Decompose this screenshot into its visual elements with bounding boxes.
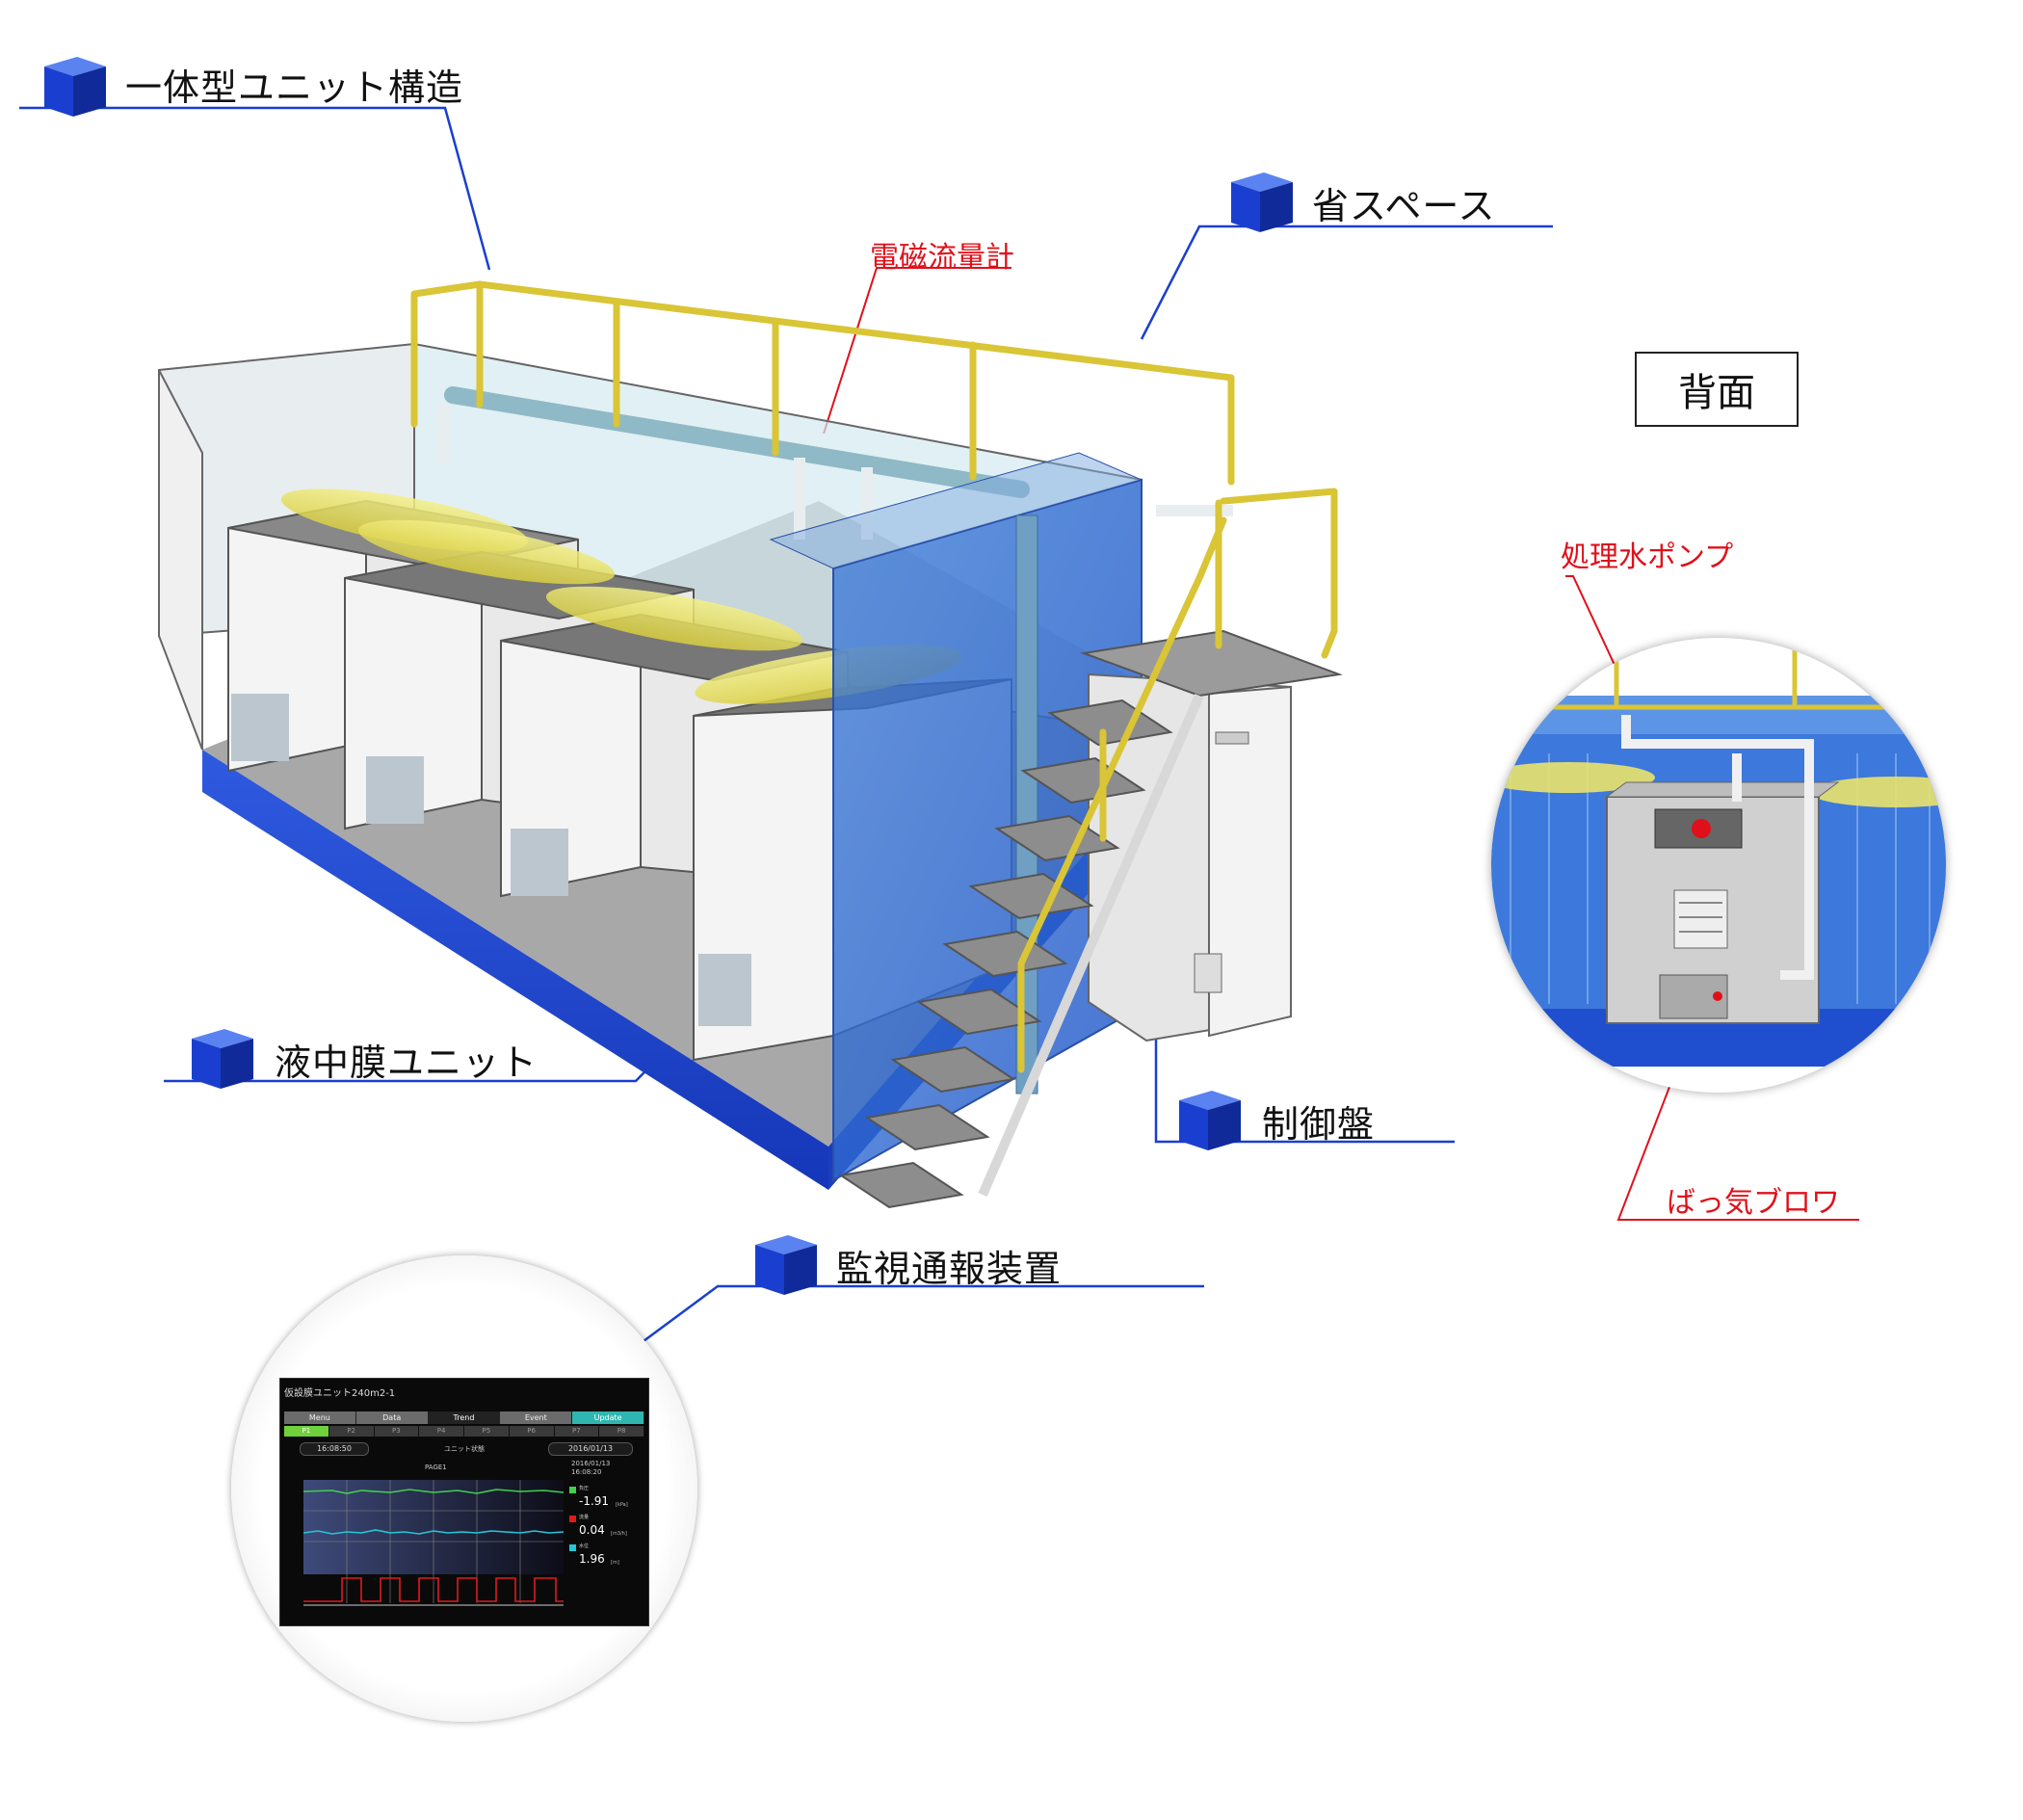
reading-name-level: 水位	[579, 1543, 590, 1549]
monitor-status-label: ユニット状態	[444, 1445, 485, 1453]
reading-value-pressure: -1.91	[579, 1494, 610, 1508]
label-space-saving: 省スペース	[1312, 185, 1496, 227]
label-pump: 処理水ポンプ	[1561, 541, 1734, 574]
page-p1[interactable]: P1	[284, 1426, 329, 1437]
stairs	[838, 699, 1173, 1209]
legend-swatch-pressure	[569, 1487, 576, 1493]
monitor-screen: 仮設膜ユニット240m2-1 Menu Data Trend Event Upd…	[279, 1378, 649, 1626]
reading-value-flow: 0.04	[579, 1523, 605, 1537]
page-p3[interactable]: P3	[374, 1426, 420, 1437]
label-blower: ばっ気ブロワ	[1667, 1186, 1840, 1220]
series-level	[303, 1529, 564, 1535]
railing	[410, 280, 1338, 1073]
tab-menu[interactable]: Menu	[284, 1411, 356, 1424]
legend-swatch-flow	[569, 1516, 576, 1522]
reading-unit-level: [m]	[611, 1560, 619, 1566]
page-p6[interactable]: P6	[509, 1426, 555, 1437]
monitor-pages: P1 P2 P3 P4 P5 P6 P7 P8	[284, 1426, 644, 1437]
monitor-date: 2016/01/13	[548, 1442, 633, 1456]
platform	[1080, 629, 1343, 698]
monitor-chart-title: PAGE1	[425, 1464, 447, 1471]
monitor-tabs: Menu Data Trend Event Update	[284, 1411, 644, 1424]
reading-name-flow: 流量	[579, 1515, 590, 1520]
reading-value-level: 1.96	[579, 1552, 605, 1566]
reading-name-pressure: 負圧	[579, 1486, 590, 1491]
label-control-panel: 制御盤	[1262, 1103, 1376, 1146]
label-monitoring: 監視通報装置	[836, 1248, 1063, 1290]
label-flowmeter: 電磁流量計	[870, 241, 1014, 275]
tab-data[interactable]: Data	[355, 1411, 429, 1424]
back-view-circle	[1491, 638, 1946, 1093]
page-p2[interactable]: P2	[328, 1426, 375, 1437]
page-p4[interactable]: P4	[419, 1426, 464, 1437]
monitor-time: 16:08:50	[300, 1442, 369, 1456]
series-pressure	[303, 1489, 564, 1494]
back-view-label: 背面	[1635, 352, 1799, 427]
series-flow	[303, 1577, 564, 1602]
cube-icon	[755, 1235, 817, 1295]
monitor-stamp-time: 16:08:20	[571, 1468, 602, 1476]
tab-update[interactable]: Update	[572, 1411, 644, 1424]
cube-icon	[1231, 172, 1293, 232]
label-unit-structure: 一体型ユニット構造	[125, 66, 464, 109]
monitor-stamp-date: 2016/01/13	[571, 1460, 611, 1467]
legend-swatch-level	[569, 1544, 576, 1551]
tab-trend[interactable]: Trend	[428, 1411, 501, 1424]
page-p8[interactable]: P8	[599, 1426, 644, 1437]
page-p5[interactable]: P5	[464, 1426, 510, 1437]
reading-unit-flow: [m3/h]	[611, 1531, 627, 1537]
base-slab-front	[202, 750, 828, 1190]
reading-unit-pressure: [kPa]	[616, 1502, 628, 1508]
cube-icon	[192, 1029, 253, 1089]
label-membrane-unit: 液中膜ユニット	[275, 1042, 539, 1084]
cube-icon	[1179, 1091, 1241, 1150]
leader-lines	[19, 106, 1553, 1343]
page-p7[interactable]: P7	[554, 1426, 600, 1437]
cube-icon	[44, 57, 106, 117]
tab-event[interactable]: Event	[500, 1411, 573, 1424]
monitor-title: 仮設膜ユニット240m2-1	[284, 1388, 396, 1399]
trend-plot	[303, 1480, 564, 1606]
